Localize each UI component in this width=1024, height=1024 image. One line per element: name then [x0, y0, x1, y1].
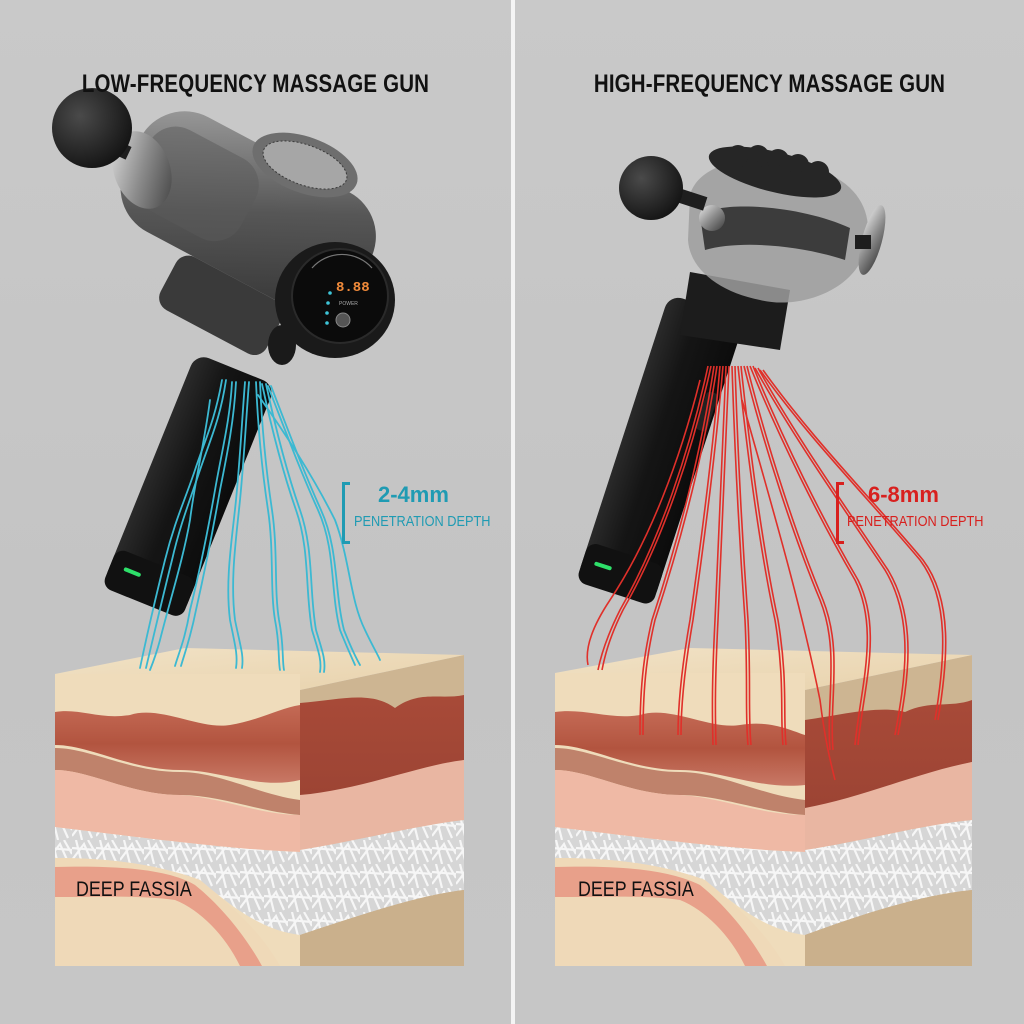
low-deep-fascia-label: DEEP FASSIA — [76, 878, 192, 901]
power-indicator-led — [594, 561, 612, 571]
svg-text:POWER: POWER — [339, 301, 358, 307]
control-display: 8.88 POWER — [275, 242, 395, 358]
high-frequency-waves — [586, 365, 947, 781]
power-indicator-led — [123, 567, 141, 577]
low-depth-label: PENETRATION DEPTH — [354, 513, 491, 530]
bracket-icon — [342, 482, 350, 544]
high-depth-label: PENETRATION DEPTH — [847, 513, 984, 530]
bracket-icon — [836, 482, 844, 544]
tissue-block-low — [55, 648, 464, 966]
panel-divider — [511, 0, 515, 1024]
massage-nodule-top-icon — [708, 145, 842, 198]
low-frequency-waves — [139, 379, 381, 673]
low-frequency-title: LOW-FREQUENCY MASSAGE GUN — [81, 70, 430, 98]
high-deep-fascia-label: DEEP FASSIA — [578, 878, 694, 901]
tissue-block-high — [555, 648, 972, 966]
low-depth-value: 2-4mm — [378, 482, 449, 507]
high-frequency-title: HIGH-FREQUENCY MASSAGE GUN — [593, 70, 946, 98]
massage-head-ball-icon — [619, 156, 683, 220]
high-frequency-massage-gun — [578, 145, 886, 604]
high-depth-value: 6-8mm — [868, 482, 939, 507]
massage-head-ball-icon — [52, 88, 132, 168]
display-readout: 8.88 — [336, 280, 370, 296]
low-frequency-massage-gun: 8.88 POWER — [52, 88, 395, 616]
